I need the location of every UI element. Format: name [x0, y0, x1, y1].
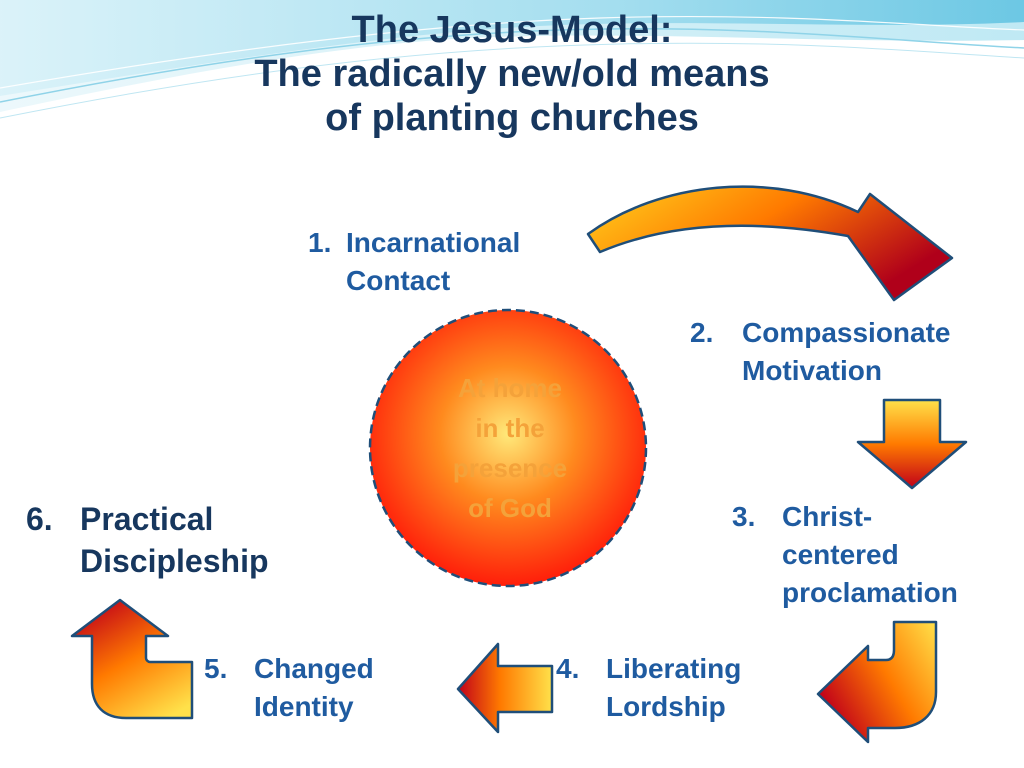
step-3-label: Christ- centered proclamation [782, 501, 958, 608]
center-circle [368, 308, 648, 588]
title-line-1: The Jesus-Model: [351, 9, 673, 51]
step-4-label: Liberating Lordship [606, 653, 742, 722]
step-4-number: 4. [556, 653, 580, 684]
step-6-number: 6. [26, 501, 53, 537]
left-arrow-icon [456, 642, 554, 734]
step-5-number: 5. [204, 653, 228, 684]
center-text: At home in the presence of God [452, 373, 568, 523]
u-turn-up-arrow-icon [70, 598, 194, 720]
curved-arrow-icon [586, 185, 954, 302]
step-1-label: Incarnational Contact [346, 227, 521, 296]
header-waves [0, 0, 1024, 119]
step-6-label: Practical Discipleship [80, 501, 269, 579]
title-line-3: of planting churches [325, 97, 699, 139]
u-turn-arrow-icon [816, 620, 938, 744]
step-2-label: Compassionate Motivation [742, 317, 951, 386]
step-3-number: 3. [732, 501, 756, 532]
down-arrow-icon [856, 398, 968, 490]
step-5-label: Changed Identity [254, 653, 374, 722]
title-line-2: The radically new/old means [254, 53, 770, 95]
step-1-number: 1. [308, 227, 332, 258]
step-2-number: 2. [690, 317, 714, 348]
